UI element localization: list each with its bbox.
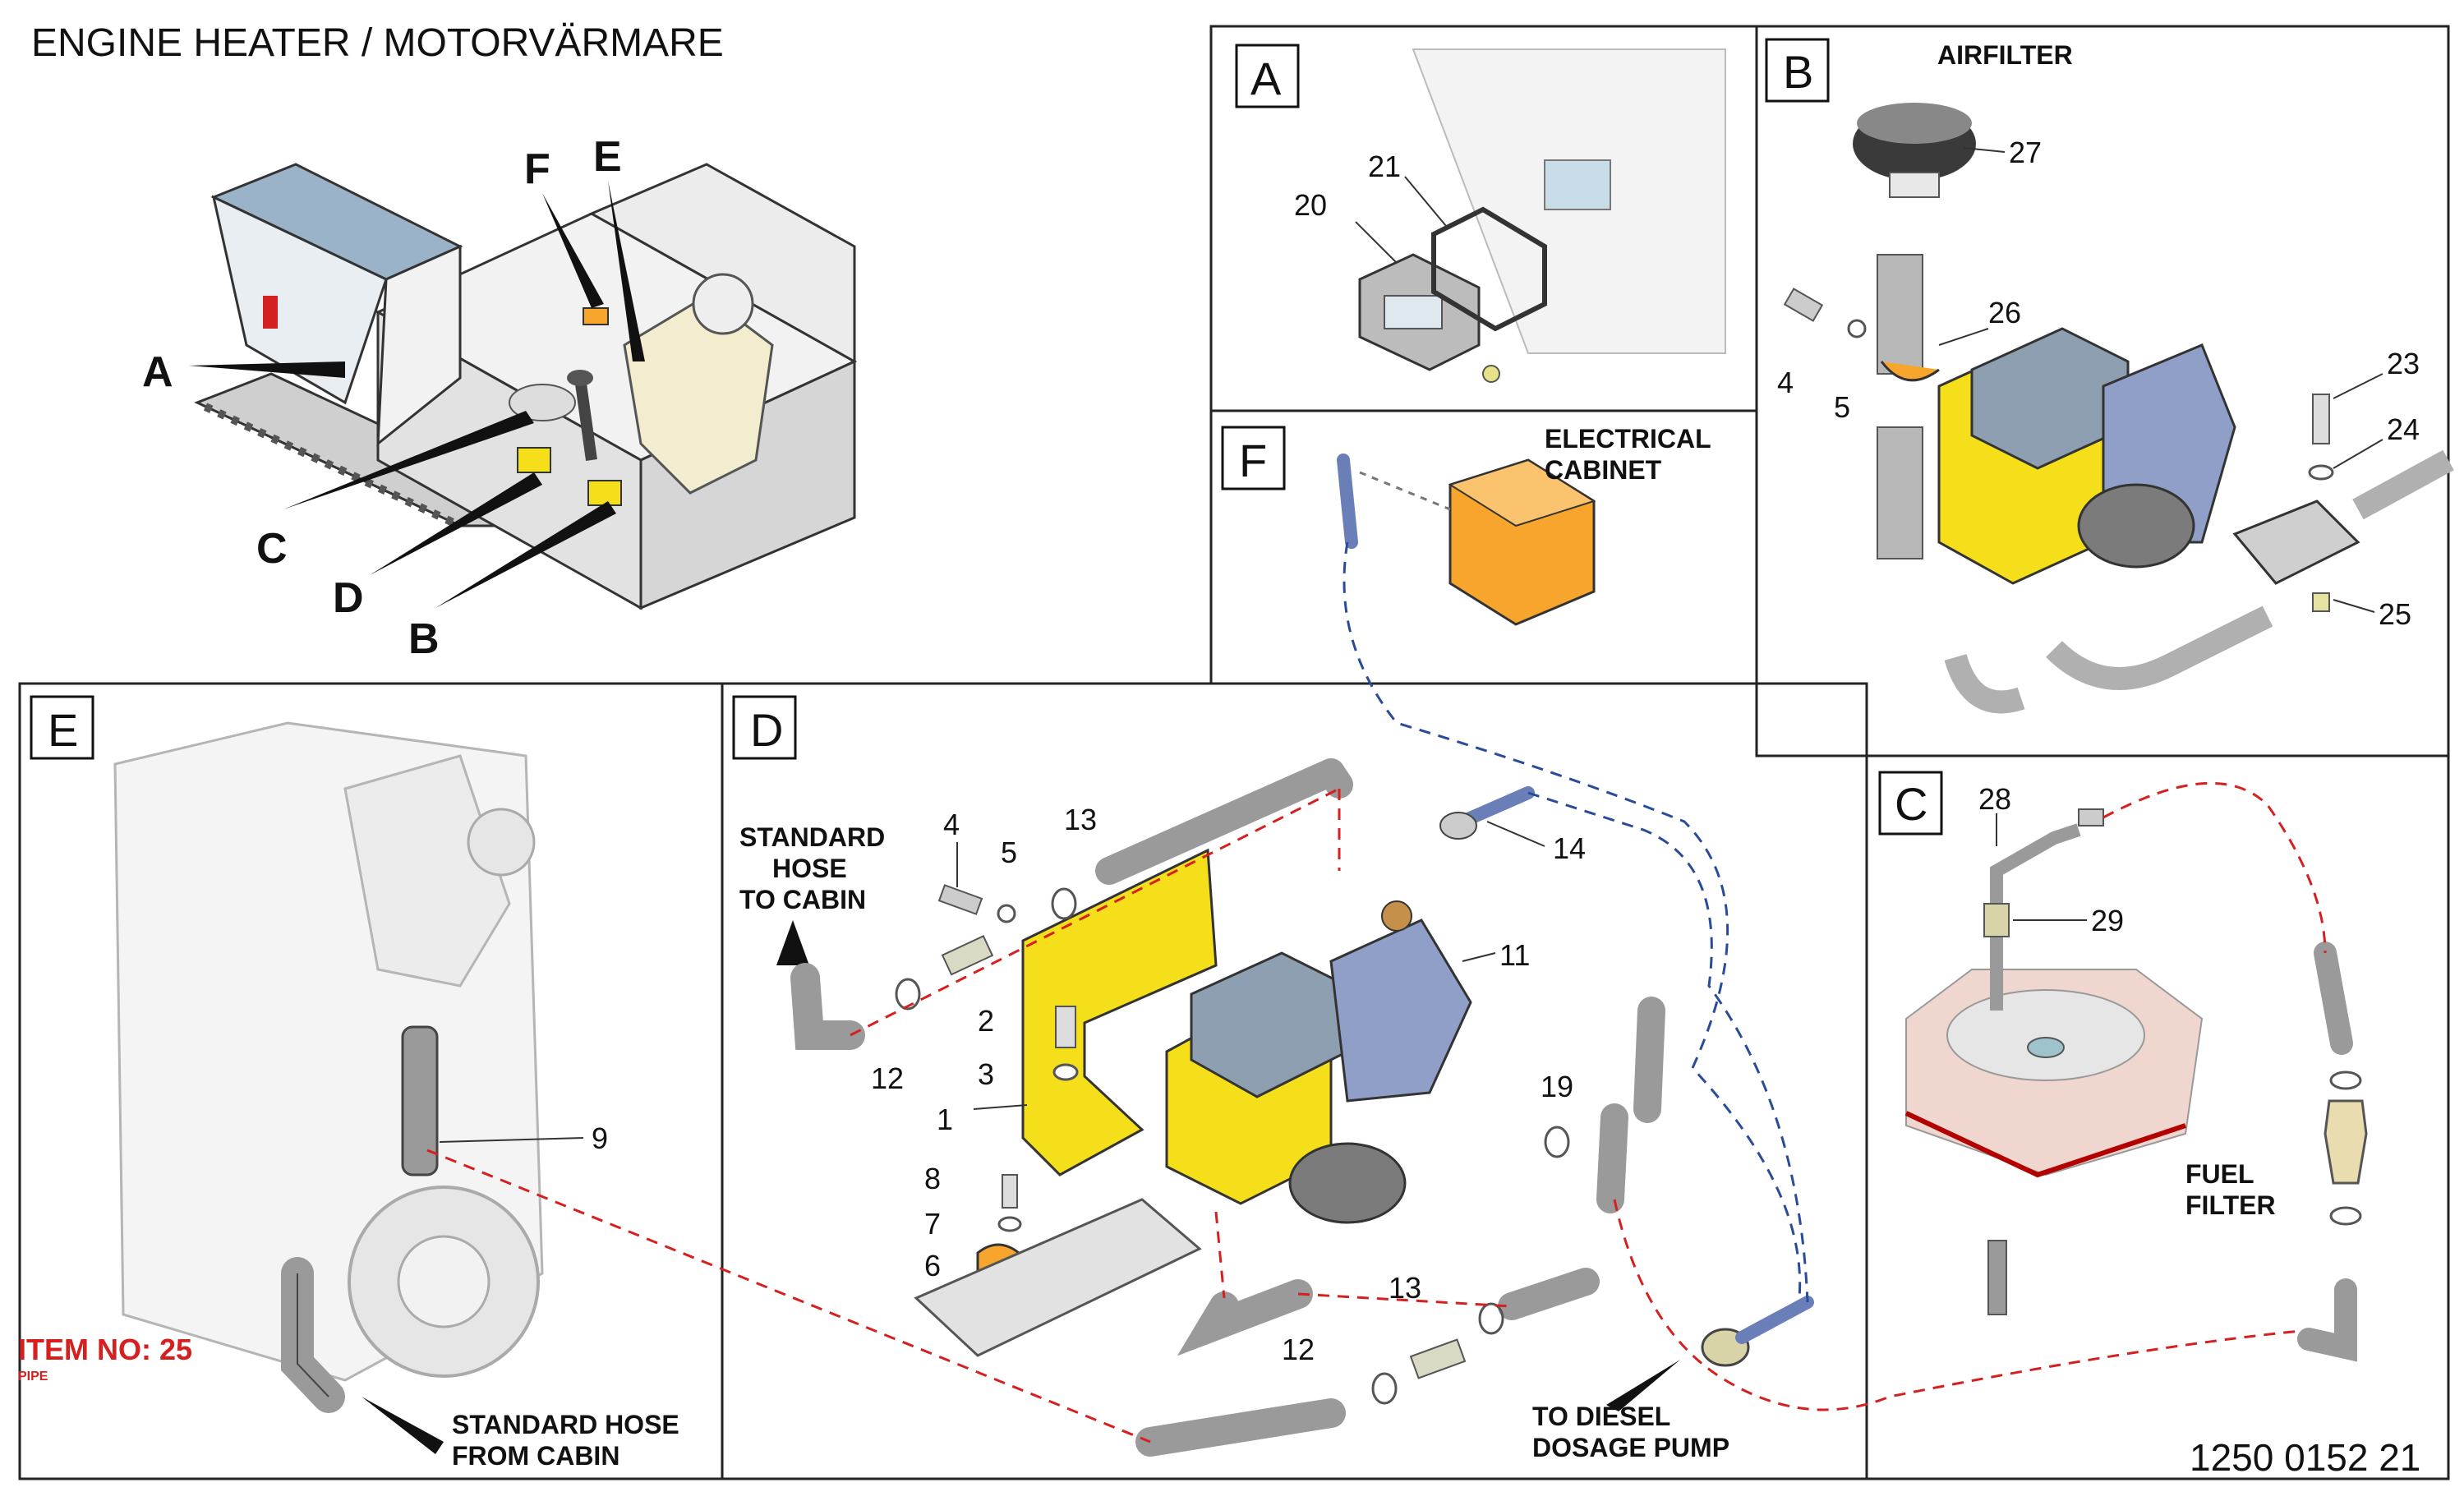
part-label-2: 2: [978, 1004, 994, 1038]
panel-d: D STANDARD HOSE TO CABIN 1 11 14 4 5 13: [732, 695, 1814, 1462]
part-label-6: 6: [924, 1249, 941, 1282]
standard-hose-from-cabin-line1: STANDARD HOSE: [452, 1410, 679, 1439]
airfilter-label: AIRFILTER: [1937, 40, 2073, 70]
part-label-27: 27: [2009, 136, 2042, 169]
panel-e: E 9 ITEM NO: 25 PIPE STANDARD HOSE FROM …: [18, 695, 679, 1471]
overview-callout-b: B: [408, 615, 440, 663]
standard-hose-to-cabin-line1: STANDARD: [739, 822, 885, 852]
panel-f-letter: F: [1239, 435, 1267, 486]
panel-b: B AIRFILTER 27 26 4 5 23 24 25: [1765, 38, 2454, 714]
part-label-14: 14: [1553, 831, 1586, 865]
overview-pointers: [189, 181, 645, 608]
part-label-13-top: 13: [1064, 803, 1097, 836]
part-label-5-b: 5: [1834, 390, 1850, 424]
part-label-21: 21: [1368, 150, 1401, 183]
panel-c: C 28 29 FUEL FILTER: [1878, 771, 2368, 1362]
part-label-1: 1: [937, 1103, 953, 1136]
part-label-19: 19: [1541, 1070, 1573, 1103]
cabinet-label-line2: CABINET: [1545, 455, 1662, 485]
part-label-9: 9: [592, 1121, 608, 1155]
item-number-label: ITEM NO: 25: [18, 1333, 192, 1366]
item-sub-label: PIPE: [18, 1370, 48, 1384]
panel-a: A 20 21: [1235, 44, 1726, 383]
part-label-25: 25: [2379, 597, 2411, 631]
standard-hose-to-cabin-line2: HOSE: [772, 854, 847, 883]
dosage-pump-label-line1: TO DIESEL: [1532, 1402, 1670, 1431]
panel-frames: [18, 25, 2450, 1480]
part-label-11: 11: [1499, 938, 1530, 972]
overview-callout-c: C: [256, 525, 288, 573]
part-label-23: 23: [2387, 347, 2420, 380]
part-label-24: 24: [2387, 412, 2420, 446]
dosage-pump-label-line2: DOSAGE PUMP: [1532, 1433, 1729, 1462]
excavator-overview: [194, 163, 858, 610]
connection-lines: [426, 541, 2327, 1443]
fuel-filter-label-line1: FUEL: [2185, 1159, 2254, 1189]
panel-f: F ELECTRICAL CABINET: [1221, 424, 1711, 626]
part-label-8: 8: [924, 1162, 941, 1195]
standard-hose-to-cabin-line3: TO CABIN: [739, 885, 866, 914]
part-label-28: 28: [1978, 782, 2011, 816]
overview-callout-a: A: [142, 348, 173, 396]
drawing-number: 1250 0152 21: [2190, 1436, 2420, 1479]
part-label-4-b: 4: [1777, 366, 1794, 399]
panel-d-letter: D: [750, 704, 783, 756]
standard-hose-from-cabin-line2: FROM CABIN: [452, 1441, 619, 1471]
page-title: ENGINE HEATER / MOTORVÄRMARE: [31, 21, 724, 65]
part-label-20: 20: [1294, 188, 1327, 222]
part-label-12-top: 12: [871, 1061, 904, 1095]
overview-callout-e: E: [593, 133, 622, 181]
panel-e-letter: E: [48, 704, 78, 756]
part-label-26: 26: [1988, 296, 2021, 329]
panel-a-letter: A: [1250, 53, 1282, 104]
part-label-7: 7: [924, 1207, 941, 1241]
panel-b-letter: B: [1783, 46, 1813, 98]
part-label-5-d: 5: [1001, 836, 1017, 869]
part-label-4-d: 4: [943, 808, 960, 841]
panel-c-letter: C: [1895, 778, 1927, 830]
overview-callout-d: D: [333, 574, 364, 622]
cabinet-label-line1: ELECTRICAL: [1545, 424, 1711, 454]
fuel-filter-label-line2: FILTER: [2185, 1190, 2276, 1220]
part-label-29: 29: [2091, 904, 2124, 937]
overview-callout-f: F: [524, 145, 550, 193]
part-label-3: 3: [978, 1057, 994, 1091]
part-label-12-bottom: 12: [1282, 1333, 1315, 1366]
